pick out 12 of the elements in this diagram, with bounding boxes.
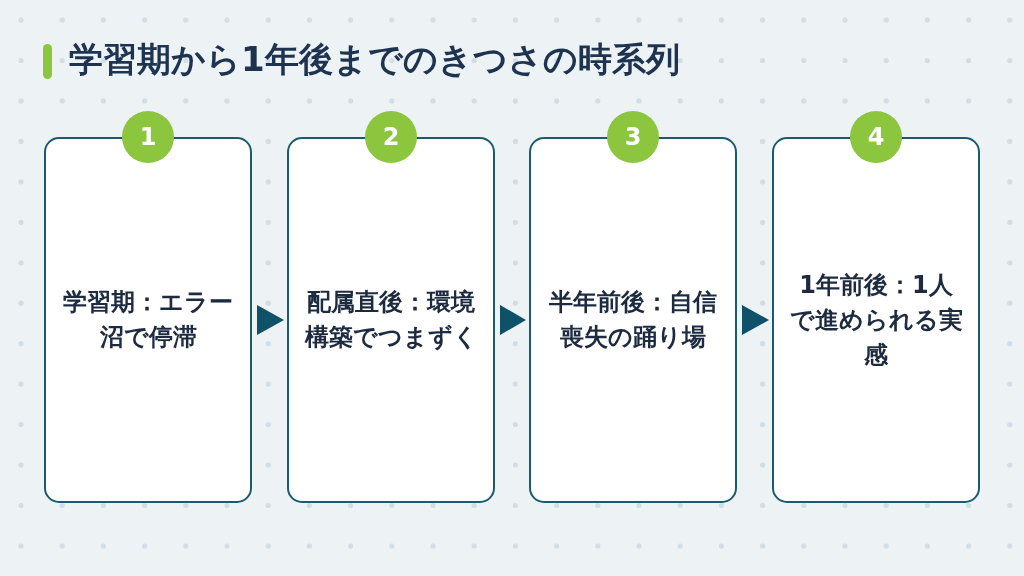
arrow	[500, 305, 526, 335]
number-badge: 2	[365, 111, 417, 163]
title: 学習期から1年後までのきつさの時系列	[69, 38, 680, 80]
number-badge: 3	[607, 111, 659, 163]
number-badge: 4	[850, 111, 902, 163]
step-text: 半年前後：自信喪失の踊り場	[548, 287, 718, 353]
step-text: 配属直後：環境構築でつまずく	[303, 287, 479, 353]
arrow	[742, 305, 769, 335]
step-text: 学習期：エラー沼で停滞	[62, 287, 234, 353]
step-text: 1年前後：1人で進められる実感	[788, 269, 964, 371]
number-badge: 1	[122, 111, 174, 163]
arrow	[257, 305, 284, 335]
